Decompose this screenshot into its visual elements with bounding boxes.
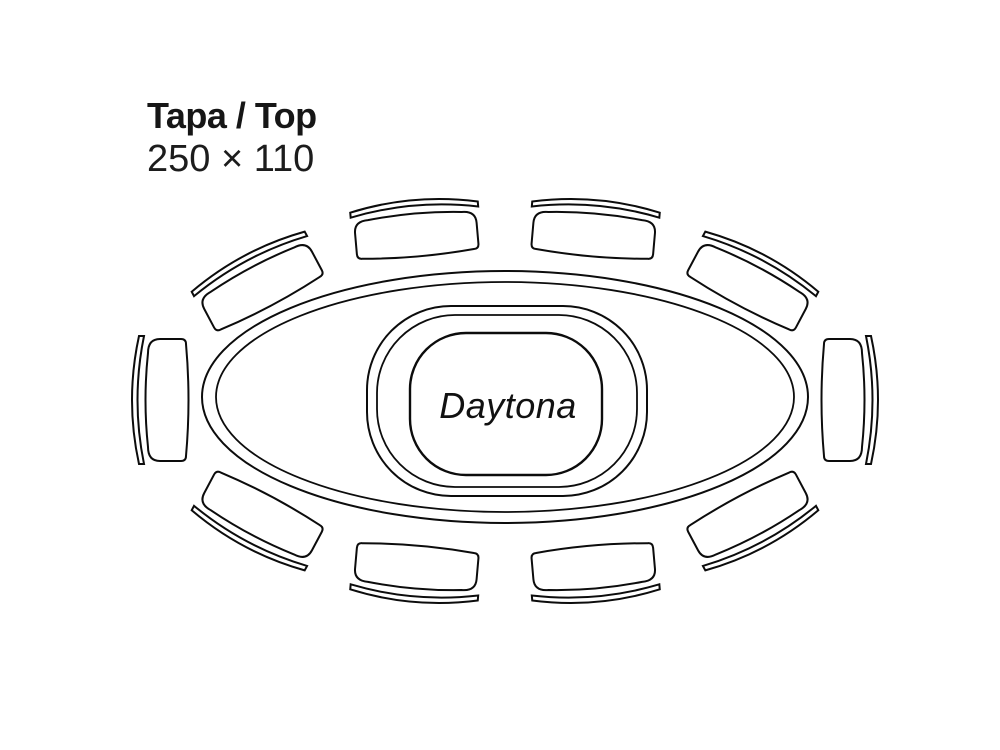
tabletop-dimensions: 250 × 110 — [147, 138, 315, 180]
chair-top-center-left — [348, 193, 484, 263]
table-brand-label: Daytona — [439, 385, 577, 426]
table-top-inner-edge — [215, 281, 795, 513]
chair-bottom-center-right — [526, 539, 662, 609]
chair-right-side — [820, 335, 879, 465]
chair-bottom-center-left — [348, 539, 484, 609]
page-title: Tapa / Top — [147, 95, 317, 136]
chair-top-center-right — [526, 193, 662, 263]
chair-left-side — [131, 335, 190, 465]
pedestal-middle-ring — [376, 314, 638, 488]
header: Tapa / Top 250 × 110 — [147, 95, 317, 181]
pedestal-column-top — [408, 331, 604, 477]
